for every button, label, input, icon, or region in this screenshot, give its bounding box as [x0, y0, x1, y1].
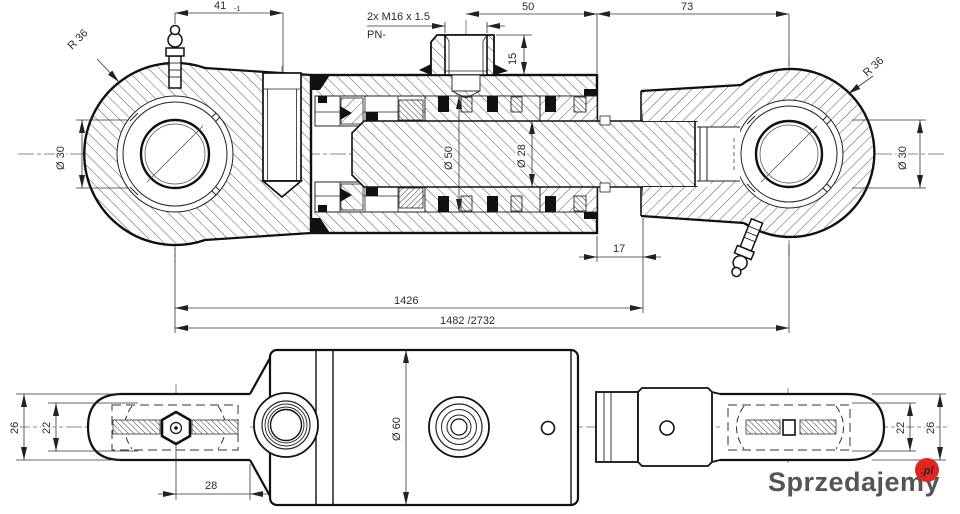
- plan-right-fork-hidden: [727, 404, 851, 451]
- thread-callout-line1: 2x M16 x 1.5: [367, 11, 430, 23]
- plan-pin-hole-rod: [659, 420, 675, 436]
- watermark: Sprzedajemy .pl: [768, 458, 940, 497]
- dim-50-label: 50: [522, 1, 534, 13]
- plan-gland: [595, 391, 639, 463]
- dia-barrel-label: Ø 60: [391, 417, 403, 441]
- left-clevis-eye: [83, 24, 312, 247]
- dim-26-left-label: 26: [9, 422, 21, 434]
- plan-view: 26 22 28 Ø 60 22 26: [7, 348, 946, 507]
- dim-17-label: 17: [613, 243, 625, 255]
- plan-dimensions: [16, 350, 946, 505]
- main-dimensions: [76, 10, 926, 333]
- thread-callout-line2: PN-: [367, 29, 386, 41]
- plan-rod-end-body: [637, 387, 713, 467]
- plan-dimension-labels: 26 22 28 Ø 60 22 26: [7, 415, 939, 494]
- cylinder-barrel-section: [309, 34, 696, 235]
- plan-port-boss-right: [428, 396, 490, 458]
- dim-41-label: 41: [214, 0, 226, 12]
- plan-port-boss-left: [253, 392, 319, 458]
- dim-26-right-label: 26: [925, 422, 937, 434]
- radius-left-label: R 36: [66, 27, 91, 52]
- dim-28-label: 28: [205, 480, 217, 492]
- watermark-badge-text: .pl: [921, 465, 935, 477]
- plan-left-fork-hidden: [111, 404, 239, 451]
- dim-73-label: 73: [681, 1, 693, 13]
- dia-piston-label: Ø 50: [443, 146, 455, 170]
- dim-1426-label: 1426: [394, 295, 418, 307]
- radius-right-label: R 36: [861, 55, 886, 79]
- dim-total-label: 1482 /2732: [440, 315, 495, 327]
- bore-right-label: Ø 30: [897, 146, 909, 170]
- grease-nipple-left: [165, 24, 185, 89]
- watermark-text: Sprzedajemy: [768, 467, 940, 497]
- right-clevis-eye: [640, 67, 876, 278]
- dim-22-right-label: 22: [895, 422, 907, 434]
- dim-15-label: 15: [507, 53, 519, 65]
- dim-41-tolerance: -1: [234, 4, 241, 13]
- bore-left-label: Ø 30: [55, 146, 67, 170]
- port-boss: [419, 34, 508, 99]
- dia-rod-label: Ø 28: [516, 144, 528, 168]
- grease-nipple-right: [731, 217, 764, 278]
- watermark-badge: [915, 458, 939, 482]
- seal-grooves: [438, 96, 587, 212]
- dim-22-left-label: 22: [41, 422, 53, 434]
- threaded-hole-rod-end: [260, 72, 304, 199]
- gland-stack: [314, 95, 426, 213]
- main-view: 41 -1 2x M16 x 1.5 PN- 50 73 15 R 36 R 3…: [53, 0, 926, 333]
- plan-pin-hole-barrel: [540, 420, 556, 436]
